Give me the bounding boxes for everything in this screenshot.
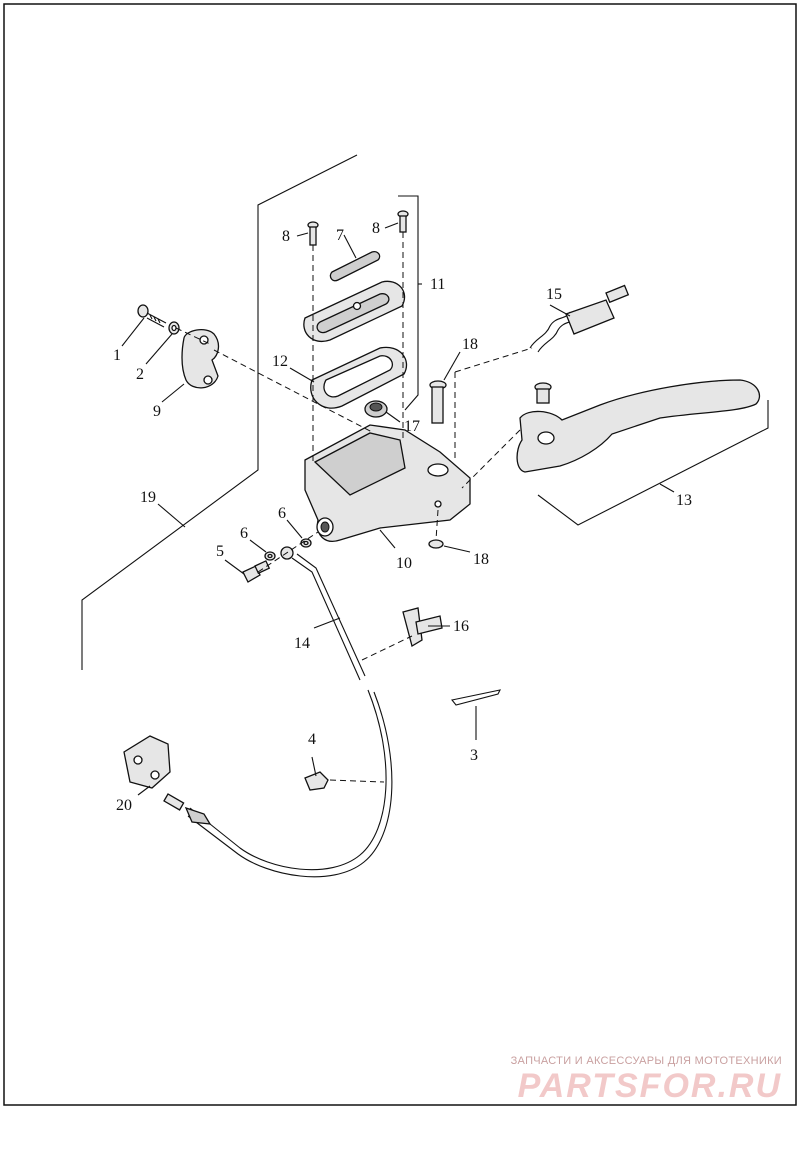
slave-cylinder-20 bbox=[123, 735, 212, 825]
callout-15: 15 bbox=[546, 286, 562, 303]
callout-7: 7 bbox=[336, 227, 344, 244]
clamp-9 bbox=[181, 328, 220, 389]
callout-17: 17 bbox=[404, 418, 420, 435]
reservoir-cover-11 bbox=[303, 280, 406, 343]
decal-7 bbox=[329, 250, 381, 282]
callout-9: 9 bbox=[153, 403, 161, 420]
callout-20: 20 bbox=[116, 797, 132, 814]
assembly-lines bbox=[175, 232, 533, 783]
callout-16: 16 bbox=[453, 618, 469, 635]
callout-18-top: 18 bbox=[462, 336, 478, 353]
watermark-logo: PARTSFOR.RU bbox=[517, 1067, 782, 1105]
callout-13: 13 bbox=[676, 492, 692, 509]
callout-6-right: 6 bbox=[278, 505, 286, 522]
callout-8-left: 8 bbox=[282, 228, 290, 245]
callout-19: 19 bbox=[140, 489, 156, 506]
bolt-1 bbox=[137, 304, 167, 328]
callout-1: 1 bbox=[113, 347, 121, 364]
washer-6-right bbox=[300, 538, 312, 548]
page-border bbox=[3, 3, 797, 1106]
callout-4: 4 bbox=[308, 731, 316, 748]
group-13-bracket bbox=[537, 400, 769, 526]
group-11-bracket bbox=[398, 195, 419, 411]
washer-2 bbox=[168, 321, 180, 335]
gasket-12 bbox=[310, 346, 408, 409]
leader-lines bbox=[121, 222, 675, 796]
callout-3: 3 bbox=[470, 747, 478, 764]
banjo-bolt-5 bbox=[242, 560, 271, 583]
screw-8-left bbox=[307, 221, 319, 246]
callout-10: 10 bbox=[396, 555, 412, 572]
group-19-bracket bbox=[81, 154, 358, 670]
callout-18-bottom: 18 bbox=[473, 551, 489, 568]
clutch-hose-14 bbox=[187, 546, 393, 878]
callout-5: 5 bbox=[216, 543, 224, 560]
master-cylinder-10 bbox=[304, 424, 471, 542]
piston-15 bbox=[529, 284, 630, 353]
washer-6-left bbox=[264, 551, 276, 561]
callout-6-left: 6 bbox=[240, 525, 248, 542]
sight-glass-17 bbox=[364, 400, 388, 418]
hose-clip-16 bbox=[402, 607, 443, 648]
watermark: ЗАПЧАСТИ И АКСЕССУАРЫ ДЛЯ МОТОТЕХНИКИ PA… bbox=[511, 1055, 782, 1106]
pivot-pin-18 bbox=[429, 380, 447, 424]
callout-8-right: 8 bbox=[372, 220, 380, 237]
callout-12: 12 bbox=[272, 353, 288, 370]
callout-11: 11 bbox=[430, 276, 445, 293]
clutch-lever-13 bbox=[516, 379, 761, 473]
screw-8-right bbox=[397, 210, 409, 233]
callout-2: 2 bbox=[136, 366, 144, 383]
retaining-clip-18 bbox=[428, 539, 444, 549]
hose-clamp-4 bbox=[304, 771, 329, 791]
cable-tie-3 bbox=[451, 689, 501, 706]
callout-14: 14 bbox=[294, 635, 310, 652]
watermark-tagline: ЗАПЧАСТИ И АКСЕССУАРЫ ДЛЯ МОТОТЕХНИКИ bbox=[510, 1055, 782, 1067]
callout-labels: 1 2 3 4 5 6 6 7 8 8 9 10 11 12 13 14 15 … bbox=[113, 220, 692, 814]
